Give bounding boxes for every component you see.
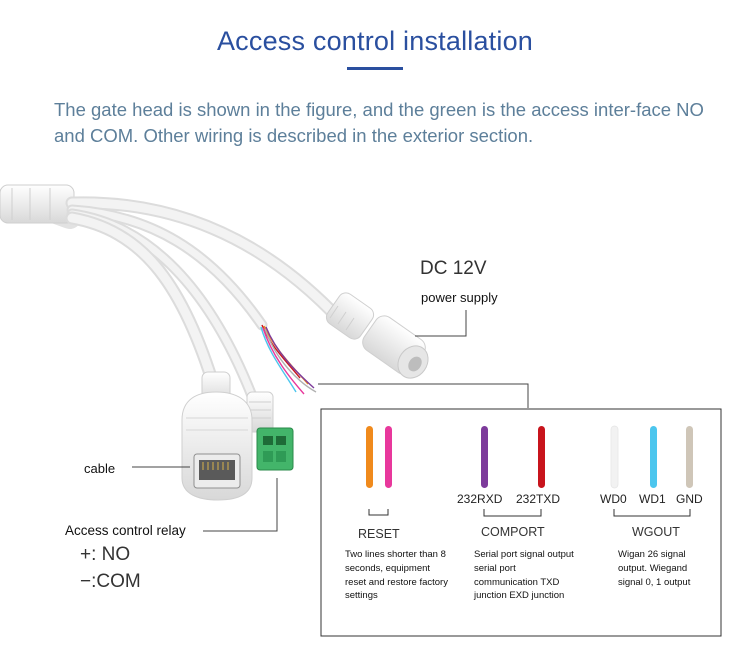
wire-white (610, 425, 619, 489)
loose-wires (260, 324, 317, 395)
page-title: Access control installation (216, 26, 534, 56)
dc-power-connector (325, 292, 429, 379)
dc-voltage-label: DC 12V (420, 258, 487, 279)
wire-swatches (366, 425, 693, 489)
relay-label: Access control relay (65, 523, 186, 538)
group-title-wgout: WGOUT (632, 525, 680, 539)
ethernet-connector (181, 371, 253, 501)
cable-label: cable (84, 461, 116, 476)
group-note-comport: Serial port signal output serial port co… (474, 549, 574, 602)
description-text: The gate head is shown in the figure, an… (54, 99, 704, 146)
power-supply-label: power supply (421, 290, 498, 305)
wire-label-wd0: WD0 (600, 492, 627, 506)
wire-label-232rxd: 232RXD (457, 492, 503, 506)
wire-red (538, 426, 545, 488)
wire-orange (366, 426, 373, 488)
title-underline (347, 67, 403, 70)
wire-cyan (650, 426, 657, 488)
wire-beige (686, 426, 693, 488)
wire-label-232txd: 232TXD (516, 492, 561, 506)
group-note-wgout: Wigan 26 signal output. Wiegand signal 0… (618, 549, 691, 588)
com-label: −:COM (80, 571, 141, 592)
group-note-reset: Two lines shorter than 8 seconds, equipm… (345, 549, 448, 602)
group-title-comport: COMPORT (481, 525, 545, 539)
wire-label-gnd: GND (676, 492, 703, 506)
no-label: +: NO (80, 544, 131, 565)
leader-lines (132, 310, 529, 532)
cable-bundle (0, 184, 347, 402)
relay-connector (246, 391, 294, 471)
group-title-reset: RESET (358, 527, 400, 541)
wire-pink (385, 426, 392, 488)
wire-label-wd1: WD1 (639, 492, 666, 506)
group-brackets (368, 509, 691, 517)
wire-purple (481, 426, 488, 488)
